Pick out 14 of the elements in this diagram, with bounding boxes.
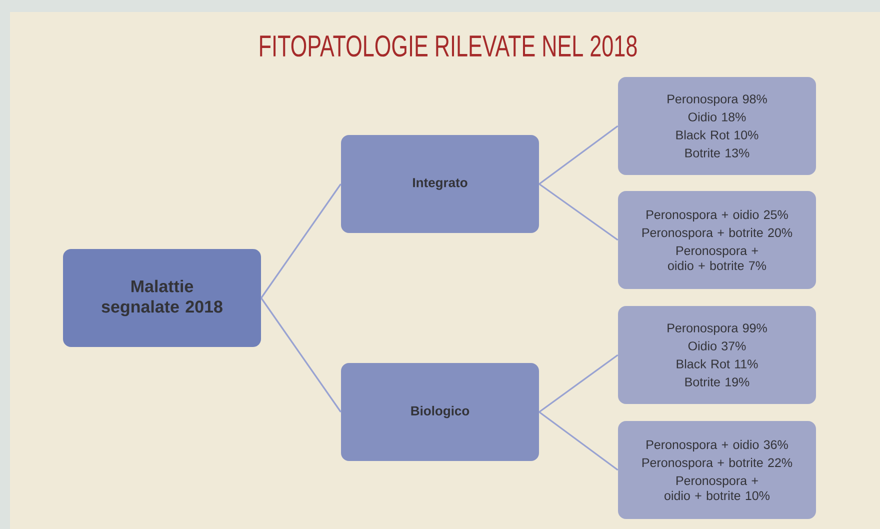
- connector-line: [260, 298, 342, 412]
- result-box: Peronospora + oidio 25% Peronospora + botrite 20% Peronospora + oidio + botrite 7%: [618, 191, 816, 289]
- result-box: Peronospora 98% Oidio 18% Black Rot 10% Botrite 13%: [618, 77, 816, 175]
- connector-line: [538, 183, 618, 241]
- title: FITOPATOLOGIE RILEVATE NEL 2018: [260, 35, 637, 57]
- connector-line: [538, 411, 618, 471]
- connector-line: [538, 125, 618, 185]
- category-box: Biologico: [341, 363, 539, 461]
- result-box: Peronospora 99% Oidio 37% Black Rot 11% Botrite 19%: [618, 306, 816, 404]
- connector-line: [260, 184, 342, 298]
- root-box: Malattie segnalate 2018: [63, 249, 261, 347]
- connector-line: [538, 354, 618, 413]
- result-box: Peronospora + oidio 36% Peronospora + botrite 22% Peronospora + oidio + botrite 10%: [618, 421, 816, 519]
- category-box: Integrato: [341, 135, 539, 233]
